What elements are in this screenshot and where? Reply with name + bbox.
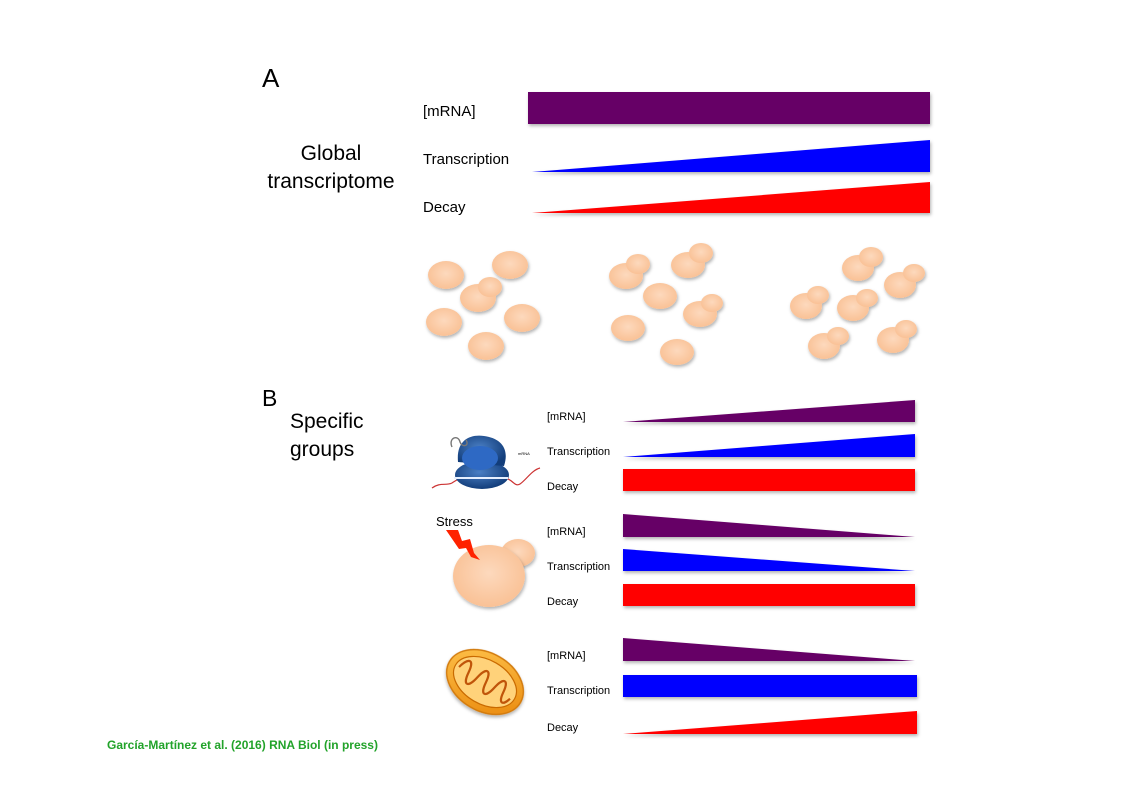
group1-mrna-label: [mRNA] bbox=[547, 411, 586, 423]
group2-decay-label: Decay bbox=[547, 596, 579, 608]
cell-cluster-3 bbox=[790, 247, 925, 359]
panel-a-heading-line1: Global bbox=[301, 142, 362, 165]
group2-mrna-bar bbox=[623, 514, 915, 537]
group-ribosome: mRNA [mRNA] Transcription Decay bbox=[431, 400, 915, 493]
stress-label: Stress bbox=[436, 514, 473, 529]
ribosome-icon: mRNA bbox=[431, 435, 541, 489]
group1-transcription-bar bbox=[623, 434, 915, 457]
panel-b: B Specific groups mRNA [mRNA] Transcript… bbox=[262, 385, 917, 734]
lightning-icon bbox=[446, 530, 480, 560]
group1-decay-label: Decay bbox=[547, 481, 579, 493]
group3-decay-label: Decay bbox=[547, 722, 579, 734]
group3-mrna-bar bbox=[623, 638, 915, 661]
ribosome-icon-mrna-label: mRNA bbox=[518, 451, 530, 456]
group-mitochondrion: [mRNA] Transcription Decay bbox=[445, 638, 917, 734]
group3-mrna-label: [mRNA] bbox=[547, 650, 586, 662]
mitochondrion-icon bbox=[445, 648, 525, 716]
cell-cluster-2 bbox=[609, 243, 723, 365]
group-stress: Stress [mRNA] Transcription Decay bbox=[436, 514, 915, 608]
panel-a: A Global transcriptome [mRNA] Transcript… bbox=[262, 63, 930, 365]
group1-mrna-bar bbox=[623, 400, 915, 422]
panel-b-heading-line2: groups bbox=[290, 438, 354, 461]
panel-a-mrna-bar bbox=[528, 92, 930, 124]
group2-transcription-bar bbox=[623, 549, 915, 571]
panel-a-letter: A bbox=[262, 63, 280, 93]
panel-a-decay-bar bbox=[532, 182, 930, 213]
panel-a-transcription-label: Transcription bbox=[423, 151, 509, 168]
panel-a-mrna-label: [mRNA] bbox=[423, 103, 476, 120]
group3-transcription-label: Transcription bbox=[547, 685, 610, 697]
panel-a-decay-label: Decay bbox=[423, 199, 466, 216]
citation-credit: García-Martínez et al. (2016) RNA Biol (… bbox=[107, 738, 378, 752]
panel-b-letter: B bbox=[262, 385, 277, 411]
cell-cluster-1 bbox=[426, 251, 540, 360]
panel-a-transcription-bar bbox=[532, 140, 930, 172]
group1-decay-bar bbox=[623, 469, 915, 491]
group2-mrna-label: [mRNA] bbox=[547, 526, 586, 538]
group2-transcription-label: Transcription bbox=[547, 561, 610, 573]
panel-b-heading-line1: Specific bbox=[290, 410, 364, 433]
panel-a-heading-line2: transcriptome bbox=[267, 170, 394, 193]
group1-transcription-label: Transcription bbox=[547, 446, 610, 458]
group3-transcription-bar bbox=[623, 675, 917, 697]
stress-cell-icon: Stress bbox=[436, 514, 535, 607]
group3-decay-bar bbox=[623, 711, 917, 734]
group2-decay-bar bbox=[623, 584, 915, 606]
